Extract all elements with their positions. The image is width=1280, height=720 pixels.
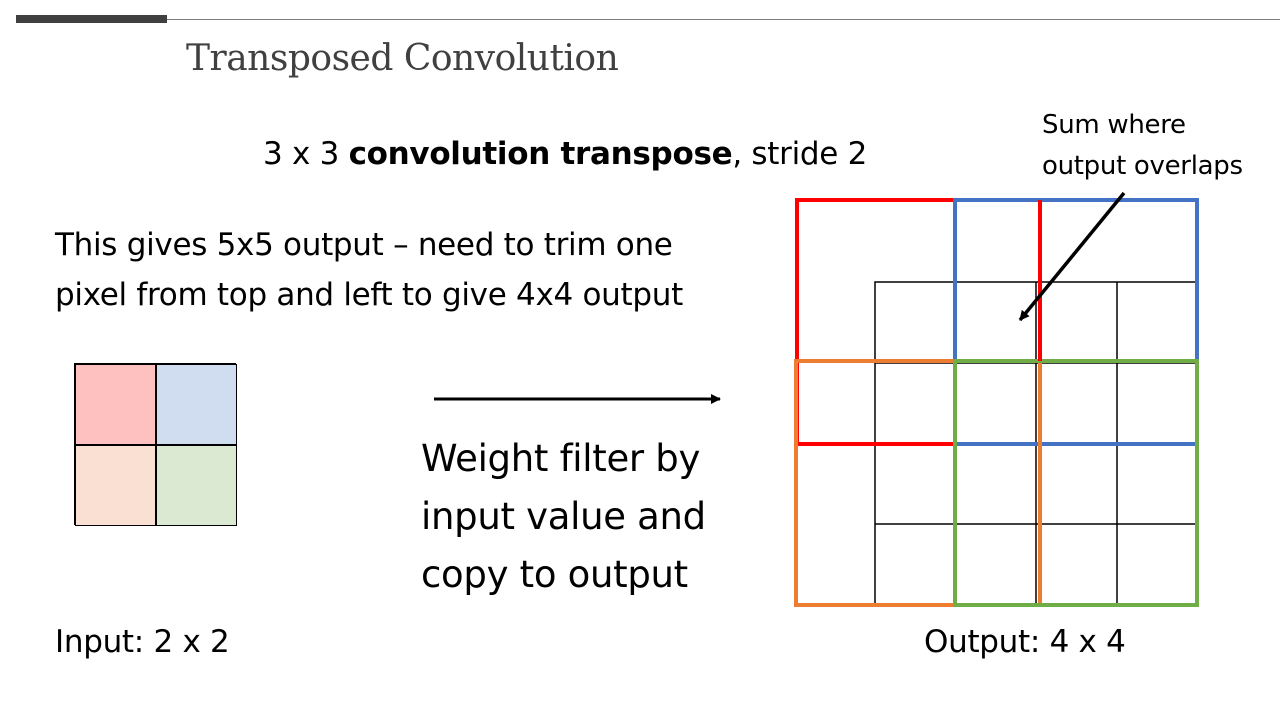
filter-note-line3: copy to output (421, 553, 688, 596)
trimmed-border-cells (796, 363, 875, 605)
input-grid (74, 363, 237, 526)
subtitle-prefix: 3 x 3 (263, 136, 349, 172)
subtitle: 3 x 3 convolution transpose, stride 2 (263, 136, 867, 172)
slide-title: Transposed Convolution (186, 38, 619, 79)
subtitle-suffix: , stride 2 (732, 136, 868, 172)
filter-note-line1: Weight filter by (421, 437, 701, 480)
input-caption: Input: 2 x 2 (55, 624, 230, 660)
trim-note-line1: This gives 5x5 output – need to trim one (55, 227, 673, 263)
header-accent-bar (16, 15, 167, 23)
filter-box-orange (794, 359, 1042, 607)
overlap-pointer-arrow (1018, 191, 1126, 322)
subtitle-bold: convolution transpose (348, 136, 733, 172)
output-caption: Output: 4 x 4 (924, 624, 1126, 660)
header-rule (167, 19, 1280, 20)
trim-note: This gives 5x5 output – need to trim one… (55, 220, 775, 320)
trim-note-line2: pixel from top and left to give 4x4 outp… (55, 277, 683, 313)
filter-box-green (953, 359, 1199, 607)
overlap-annotation: Sum where output overlaps (1042, 105, 1280, 187)
input-cell-bottom-right (156, 445, 237, 526)
input-cell-bottom-left (75, 445, 156, 526)
input-cell-top-left (75, 364, 156, 445)
annotation-line2: output overlaps (1042, 151, 1243, 181)
filter-note-line2: input value and (421, 495, 706, 538)
input-cell-top-right (156, 364, 237, 445)
filter-box-red (795, 198, 1042, 446)
filter-note: Weight filter by input value and copy to… (421, 430, 761, 604)
annotation-line1: Sum where (1042, 110, 1186, 140)
filter-box-blue (953, 198, 1199, 446)
